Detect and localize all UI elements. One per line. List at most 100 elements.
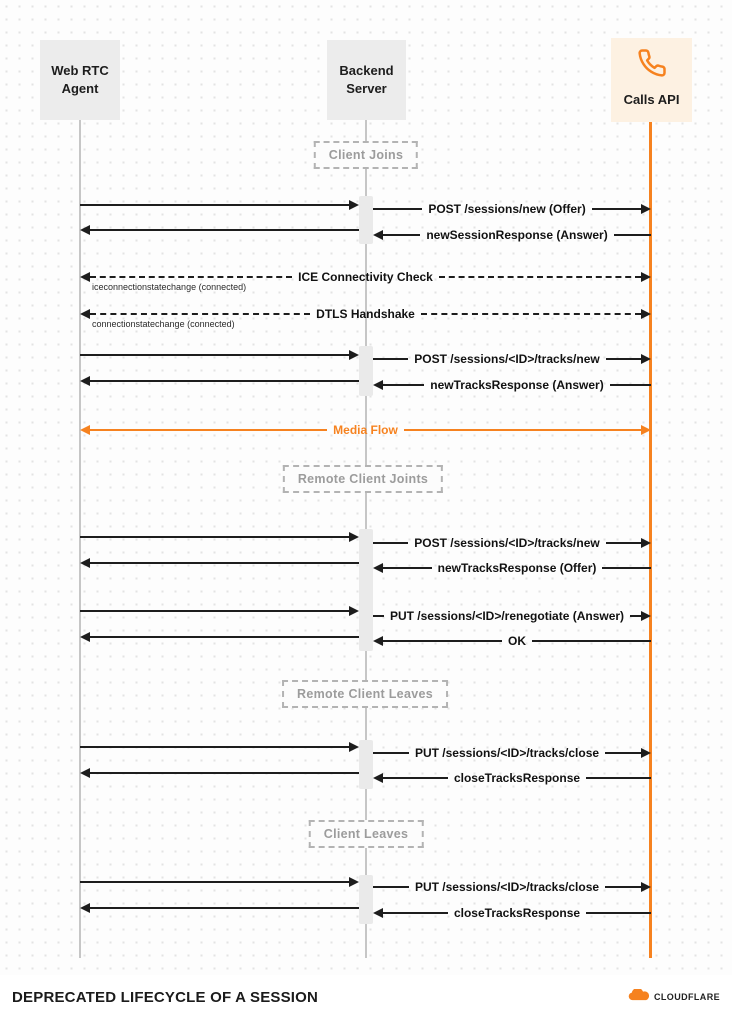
arrowhead xyxy=(349,532,359,542)
phone-icon xyxy=(637,48,667,83)
arrowhead xyxy=(80,903,90,913)
arrowhead xyxy=(373,563,383,573)
arrowhead xyxy=(641,748,652,758)
cloudflare-cloud-icon xyxy=(628,987,650,1006)
arrowhead xyxy=(349,742,359,752)
arrowhead xyxy=(80,376,90,386)
arrowhead xyxy=(349,877,359,887)
arrow-line xyxy=(532,640,651,642)
message-arrow xyxy=(80,741,359,753)
message-arrow xyxy=(80,349,359,361)
arrowhead xyxy=(80,768,90,778)
actor-label: Web RTC xyxy=(51,63,109,78)
arrow-line xyxy=(586,912,652,914)
arrow-line xyxy=(373,358,409,360)
arrow-line xyxy=(90,772,359,774)
actor-backend-server: Backend Server xyxy=(327,40,406,120)
message-arrow xyxy=(80,876,359,888)
message-arrow-ok: OK xyxy=(373,634,651,648)
message-label: PUT /sessions/<ID>/renegotiate (Answer) xyxy=(389,609,625,623)
message-label: POST /sessions/<ID>/tracks/new xyxy=(414,536,600,550)
arrowhead xyxy=(80,558,90,568)
actor-label: Calls API xyxy=(623,92,680,107)
arrow-line xyxy=(630,615,642,617)
arrow-line xyxy=(80,536,349,538)
actor-calls-api: Calls API xyxy=(611,38,692,122)
cloudflare-logo: CLOUDFLARE xyxy=(628,987,720,1006)
arrowhead xyxy=(373,380,383,390)
arrow-line xyxy=(90,313,311,315)
message-label: closeTracksResponse xyxy=(453,906,581,920)
activation-bar xyxy=(359,346,373,396)
section-client-leaves: Client Leaves xyxy=(308,820,424,848)
message-arrow xyxy=(80,631,359,643)
message-arrow xyxy=(80,224,359,236)
arrowhead xyxy=(349,350,359,360)
arrow-line xyxy=(90,429,328,431)
arrowhead xyxy=(80,425,90,435)
arrowhead xyxy=(641,611,652,621)
message-label: newTracksResponse (Answer) xyxy=(430,378,604,392)
message-arrow-put-tracks-close-2: PUT /sessions/<ID>/tracks/close xyxy=(373,880,652,894)
actor-label: Server xyxy=(346,81,387,96)
message-arrow-close-tracks-response: closeTracksResponse xyxy=(373,771,652,785)
message-label: ICE Connectivity Check xyxy=(298,270,433,284)
arrow-line xyxy=(403,429,642,431)
arrow-line xyxy=(373,752,409,754)
arrow-line xyxy=(80,746,349,748)
arrow-line xyxy=(438,276,642,278)
message-arrow-close-tracks-response-2: closeTracksResponse xyxy=(373,906,652,920)
arrowhead xyxy=(349,606,359,616)
arrow-line xyxy=(80,610,349,612)
activation-bar xyxy=(359,875,373,924)
arrow-line xyxy=(373,615,384,617)
message-label: closeTracksResponse xyxy=(453,771,581,785)
message-arrow-new-tracks-response-offer: newTracksResponse (Offer) xyxy=(373,561,651,575)
arrow-line xyxy=(90,562,359,564)
arrowhead xyxy=(641,309,652,319)
message-arrow-new-session-response: newSessionResponse (Answer) xyxy=(373,228,652,242)
message-arrow xyxy=(80,557,359,569)
arrowhead xyxy=(641,272,652,282)
section-remote-client-joins: Remote Client Joints xyxy=(282,465,444,493)
arrow-line xyxy=(383,567,432,569)
arrowhead xyxy=(641,354,652,364)
message-label: POST /sessions/<ID>/tracks/new xyxy=(414,352,600,366)
arrowhead xyxy=(373,230,383,240)
footer: DEPRECATED LIFECYCLE OF A SESSION CLOUDF… xyxy=(0,975,732,1019)
message-arrow xyxy=(80,199,359,211)
arrow-line xyxy=(586,777,652,779)
message-arrow-new-tracks-response-answer: newTracksResponse (Answer) xyxy=(373,378,651,392)
section-remote-client-leaves: Remote Client Leaves xyxy=(282,680,448,708)
arrowhead xyxy=(349,200,359,210)
message-arrow-put-tracks-close: PUT /sessions/<ID>/tracks/close xyxy=(373,746,652,760)
arrow-line xyxy=(90,276,293,278)
arrowhead xyxy=(641,882,652,892)
arrow-line xyxy=(609,384,651,386)
message-arrow-post-tracks-new-2: POST /sessions/<ID>/tracks/new xyxy=(373,536,652,550)
arrow-line xyxy=(80,881,349,883)
message-arrow-post-sessions-new: POST /sessions/new (Offer) xyxy=(373,202,651,216)
message-label: newTracksResponse (Offer) xyxy=(437,561,597,575)
page-title: DEPRECATED LIFECYCLE OF A SESSION xyxy=(12,988,319,1006)
message-label: Media Flow xyxy=(333,423,398,437)
arrow-line xyxy=(591,208,641,210)
message-label: newSessionResponse (Answer) xyxy=(426,228,608,242)
message-arrow xyxy=(80,375,359,387)
arrow-line xyxy=(80,354,349,356)
arrowhead xyxy=(373,908,383,918)
cloudflare-wordmark: CLOUDFLARE xyxy=(654,992,720,1002)
lifeline-webrtc-agent xyxy=(79,120,81,958)
activation-bar xyxy=(359,196,373,244)
message-arrow-post-tracks-new: POST /sessions/<ID>/tracks/new xyxy=(373,352,652,366)
message-arrow-ice-connectivity-check: ICE Connectivity Check xyxy=(80,270,652,284)
actor-label: Agent xyxy=(61,81,99,96)
arrowhead xyxy=(80,225,90,235)
message-label: DTLS Handshake xyxy=(316,307,415,321)
arrow-line xyxy=(383,912,448,914)
state-note-ice: iceconnectionstatechange (connected) xyxy=(92,282,247,292)
arrow-line xyxy=(383,640,502,642)
message-arrow xyxy=(80,531,359,543)
arrow-line xyxy=(80,204,349,206)
